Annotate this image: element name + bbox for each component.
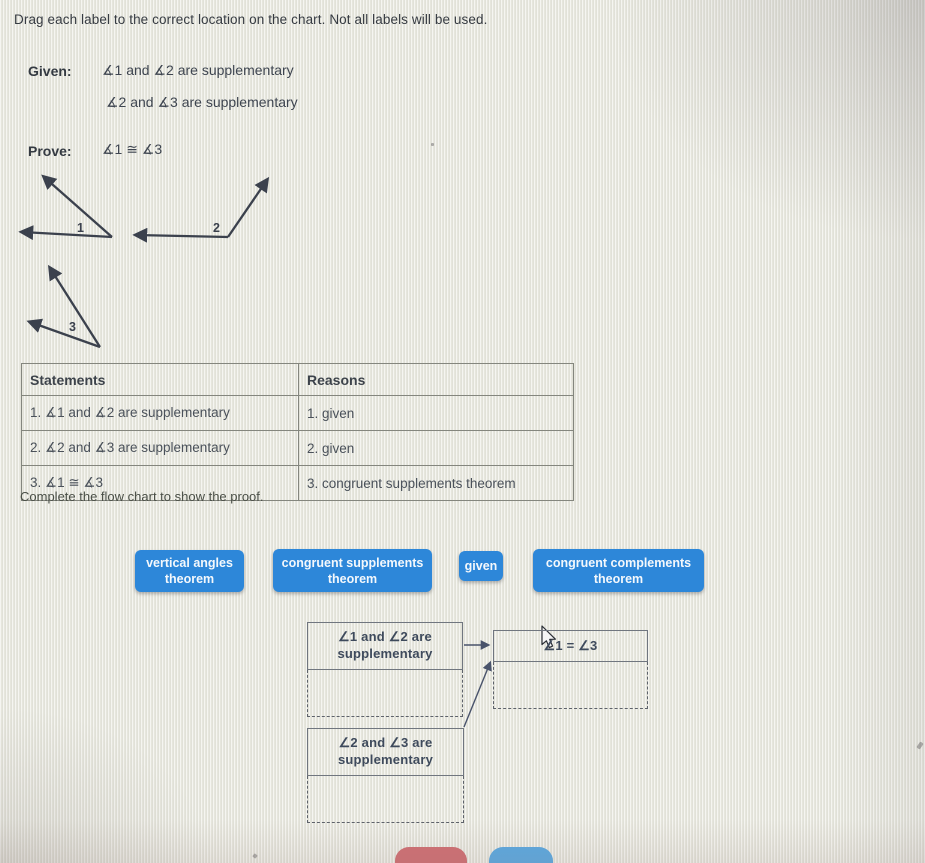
given-label: Given: [28, 63, 72, 79]
statement-cell-3: 3. ∡1 ≅ ∡3 [21, 465, 299, 501]
reasons-header: Reasons [298, 363, 574, 396]
flowchart-dropzone-2[interactable] [307, 776, 464, 823]
angle-2-figure [132, 176, 270, 243]
table-row: 3. ∡1 ≅ ∡3 3. congruent supplements theo… [21, 465, 574, 501]
table-header-row: Statements Reasons [21, 363, 574, 396]
flowchart-dropzone-result[interactable] [493, 662, 648, 709]
prove-statement: ∡1 ≅ ∡3 [102, 141, 163, 157]
table-row: 1. ∡1 and ∡2 are supplementary 1. given [21, 395, 574, 431]
angle-2-number: 2 [213, 221, 220, 235]
drag-label-vertical-angles-theorem[interactable]: vertical angles theorem [135, 550, 244, 592]
reason-cell-3: 3. congruent supplements theorem [298, 465, 574, 501]
next-button[interactable] [489, 847, 553, 863]
drag-label-congruent-complements-theorem[interactable]: congruent complements theorem [533, 549, 704, 592]
angle-3-number: 3 [69, 320, 76, 334]
given-line-1: ∡1 and ∡2 are supplementary [102, 62, 294, 78]
flowchart-result-box: ∠1 = ∠3 [493, 630, 648, 662]
page-instruction: Drag each label to the correct location … [14, 12, 488, 27]
drag-label-congruent-supplements-theorem[interactable]: congruent supplements theorem [273, 549, 432, 592]
photo-artifact [431, 143, 434, 146]
statements-header: Statements [21, 363, 299, 396]
proof-table: Statements Reasons 1. ∡1 and ∡2 are supp… [21, 363, 574, 501]
flowchart-arrows [463, 640, 492, 728]
given-line-2: ∡2 and ∡3 are supplementary [106, 94, 298, 110]
statement-cell-2: 2. ∡2 and ∡3 are supplementary [21, 430, 299, 466]
angle-1-number: 1 [77, 221, 84, 235]
drag-label-given[interactable]: given [459, 551, 503, 581]
prove-label: Prove: [28, 143, 72, 159]
reset-button[interactable] [395, 847, 467, 863]
mouse-cursor [541, 625, 556, 649]
angle-1-figure [18, 174, 113, 241]
reason-cell-1: 1. given [298, 395, 574, 431]
statement-cell-1: 1. ∡1 and ∡2 are supplementary [21, 395, 299, 431]
table-row: 2. ∡2 and ∡3 are supplementary 2. given [21, 430, 574, 466]
reason-cell-2: 2. given [298, 430, 574, 466]
flowchart-statement-box-2: ∠2 and ∠3 are supplementary [307, 728, 464, 776]
flowchart-instruction: Complete the flow chart to show the proo… [20, 489, 264, 504]
angle-3-figure [26, 264, 101, 349]
flowchart-statement-box-1: ∠1 and ∠2 are supplementary [307, 622, 463, 670]
flowchart-dropzone-1[interactable] [307, 670, 463, 717]
